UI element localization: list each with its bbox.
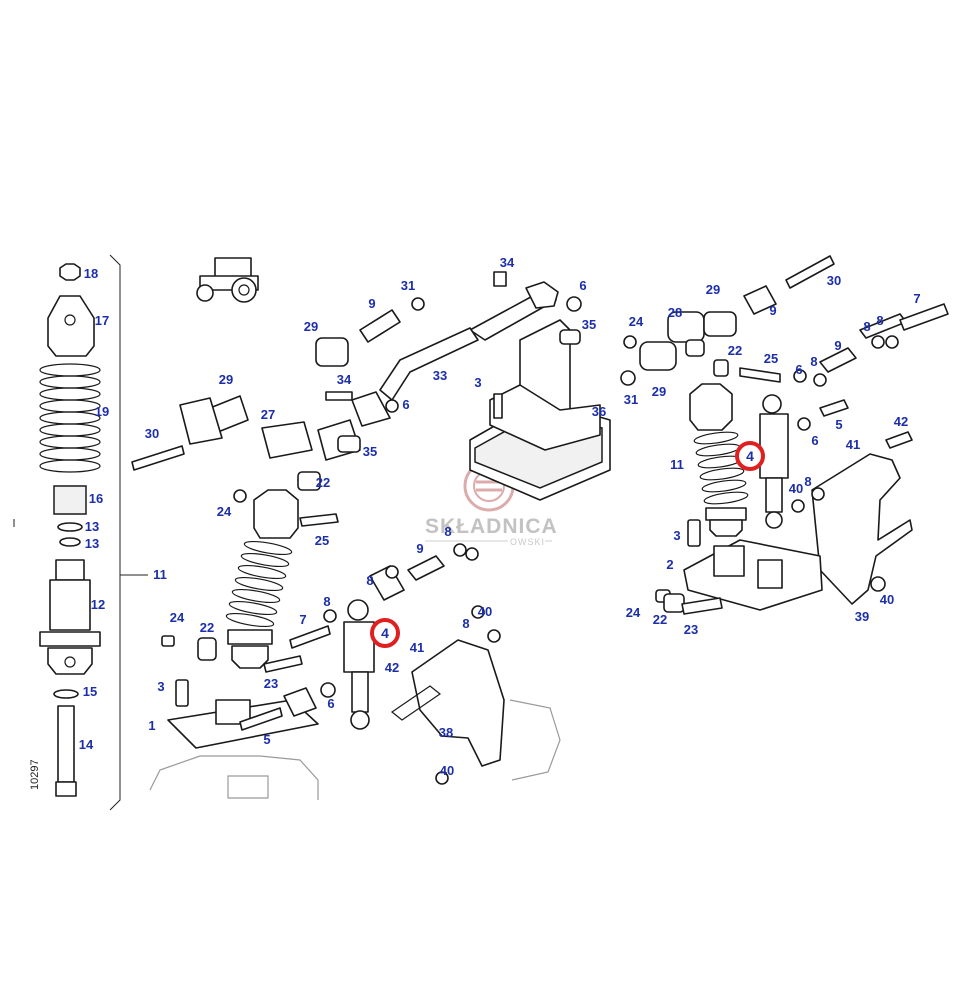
part-number-label: 9 xyxy=(769,303,776,318)
part-number-label: 30 xyxy=(145,426,159,441)
part-number-label: 35 xyxy=(363,444,377,459)
part-number-label: 42 xyxy=(385,660,399,675)
part-number-label: 24 xyxy=(170,610,185,625)
part-number-label: 2 xyxy=(666,557,673,572)
part-number-label: 6 xyxy=(402,397,409,412)
part-number-label: 19 xyxy=(95,404,109,419)
part-number-label: 42 xyxy=(894,414,908,429)
part-number-label: 11 xyxy=(670,457,684,472)
part-number-label: 31 xyxy=(401,278,415,293)
part-number-label: 3 xyxy=(673,528,680,543)
part-number-label: 40 xyxy=(789,481,803,496)
watermark-brand: SKŁADNICA xyxy=(425,515,558,538)
part-number-label: 8 xyxy=(804,474,811,489)
highlight-marker-right: 4 xyxy=(735,441,765,471)
part-number-label: 34 xyxy=(337,372,352,387)
part-number-label: 6 xyxy=(795,362,802,377)
part-number-label: 22 xyxy=(728,343,742,358)
part-number-label: 29 xyxy=(706,282,720,297)
part-number-label: 22 xyxy=(653,612,667,627)
part-number-label: 28 xyxy=(668,305,682,320)
part-number-label: 9 xyxy=(416,541,423,556)
part-number-label: 30 xyxy=(827,273,841,288)
part-number-label: 18 xyxy=(84,266,98,281)
part-number-label: 29 xyxy=(652,384,666,399)
part-number-label: 23 xyxy=(264,676,278,691)
highlight-label: 4 xyxy=(381,625,389,641)
part-number-label: 35 xyxy=(582,317,596,332)
part-number-label: 27 xyxy=(261,407,275,422)
part-number-label: 7 xyxy=(299,612,306,627)
part-number-label: 31 xyxy=(624,392,638,407)
part-number-label: 40 xyxy=(440,763,454,778)
part-number-label: 12 xyxy=(91,597,105,612)
part-number-label: 8 xyxy=(323,594,330,609)
part-number-label: 6 xyxy=(811,433,818,448)
tractor-icon xyxy=(196,257,259,303)
highlight-marker-center: 4 xyxy=(370,618,400,648)
part-number-label: 24 xyxy=(629,314,644,329)
part-number-label: 5 xyxy=(263,732,270,747)
part-number-label: 25 xyxy=(764,351,778,366)
part-number-label: 23 xyxy=(684,622,698,637)
part-number-label: 7 xyxy=(913,291,920,306)
watermark-suffix: OWSKI xyxy=(510,537,545,547)
part-number-label: 5 xyxy=(835,417,842,432)
part-number-label: 40 xyxy=(880,592,894,607)
part-number-label: 22 xyxy=(200,620,214,635)
part-number-label: 24 xyxy=(217,504,232,519)
part-number-label: 14 xyxy=(79,737,94,752)
part-number-label: 6 xyxy=(579,278,586,293)
part-number-label: 41 xyxy=(410,640,424,655)
part-number-label: 8 xyxy=(444,524,451,539)
part-number-label: 22 xyxy=(316,475,330,490)
part-number-label: 9 xyxy=(834,338,841,353)
part-number-label: 34 xyxy=(500,255,515,270)
highlight-label: 4 xyxy=(746,448,754,464)
center-suspension-assembly xyxy=(131,271,611,800)
part-number-label: 17 xyxy=(95,313,109,328)
right-suspension-assembly xyxy=(620,255,949,615)
part-number-label: 38 xyxy=(439,725,453,740)
part-number-label: 13 xyxy=(85,536,99,551)
part-number-label: 1 xyxy=(148,718,155,733)
assembly-bracket xyxy=(109,254,121,811)
part-number-label: 8 xyxy=(863,319,870,334)
part-number-label: 8 xyxy=(810,354,817,369)
part-number-label: 6 xyxy=(327,696,334,711)
part-number-label: 11 xyxy=(153,567,167,582)
part-number-label: 8 xyxy=(366,573,373,588)
part-number-label: 33 xyxy=(433,368,447,383)
part-number-label: 8 xyxy=(876,313,883,328)
part-number-label: 41 xyxy=(846,437,860,452)
part-number-label: 29 xyxy=(219,372,233,387)
part-number-label: 25 xyxy=(315,533,329,548)
part-number-label: 16 xyxy=(89,491,103,506)
part-number-label: 8 xyxy=(462,616,469,631)
part-number-label: 3 xyxy=(157,679,164,694)
part-number-label: 36 xyxy=(592,404,606,419)
part-number-label: 13 xyxy=(85,519,99,534)
left-exploded-shock-absorber xyxy=(39,263,101,797)
part-number-label: 39 xyxy=(855,609,869,624)
part-number-label: 15 xyxy=(83,684,97,699)
part-number-label: 9 xyxy=(368,296,375,311)
part-number-label: 29 xyxy=(304,319,318,334)
part-number-label: 3 xyxy=(474,375,481,390)
part-number-label: 24 xyxy=(626,605,641,620)
part-number-label: 40 xyxy=(478,604,492,619)
drawing-number: 10297 xyxy=(29,759,41,790)
